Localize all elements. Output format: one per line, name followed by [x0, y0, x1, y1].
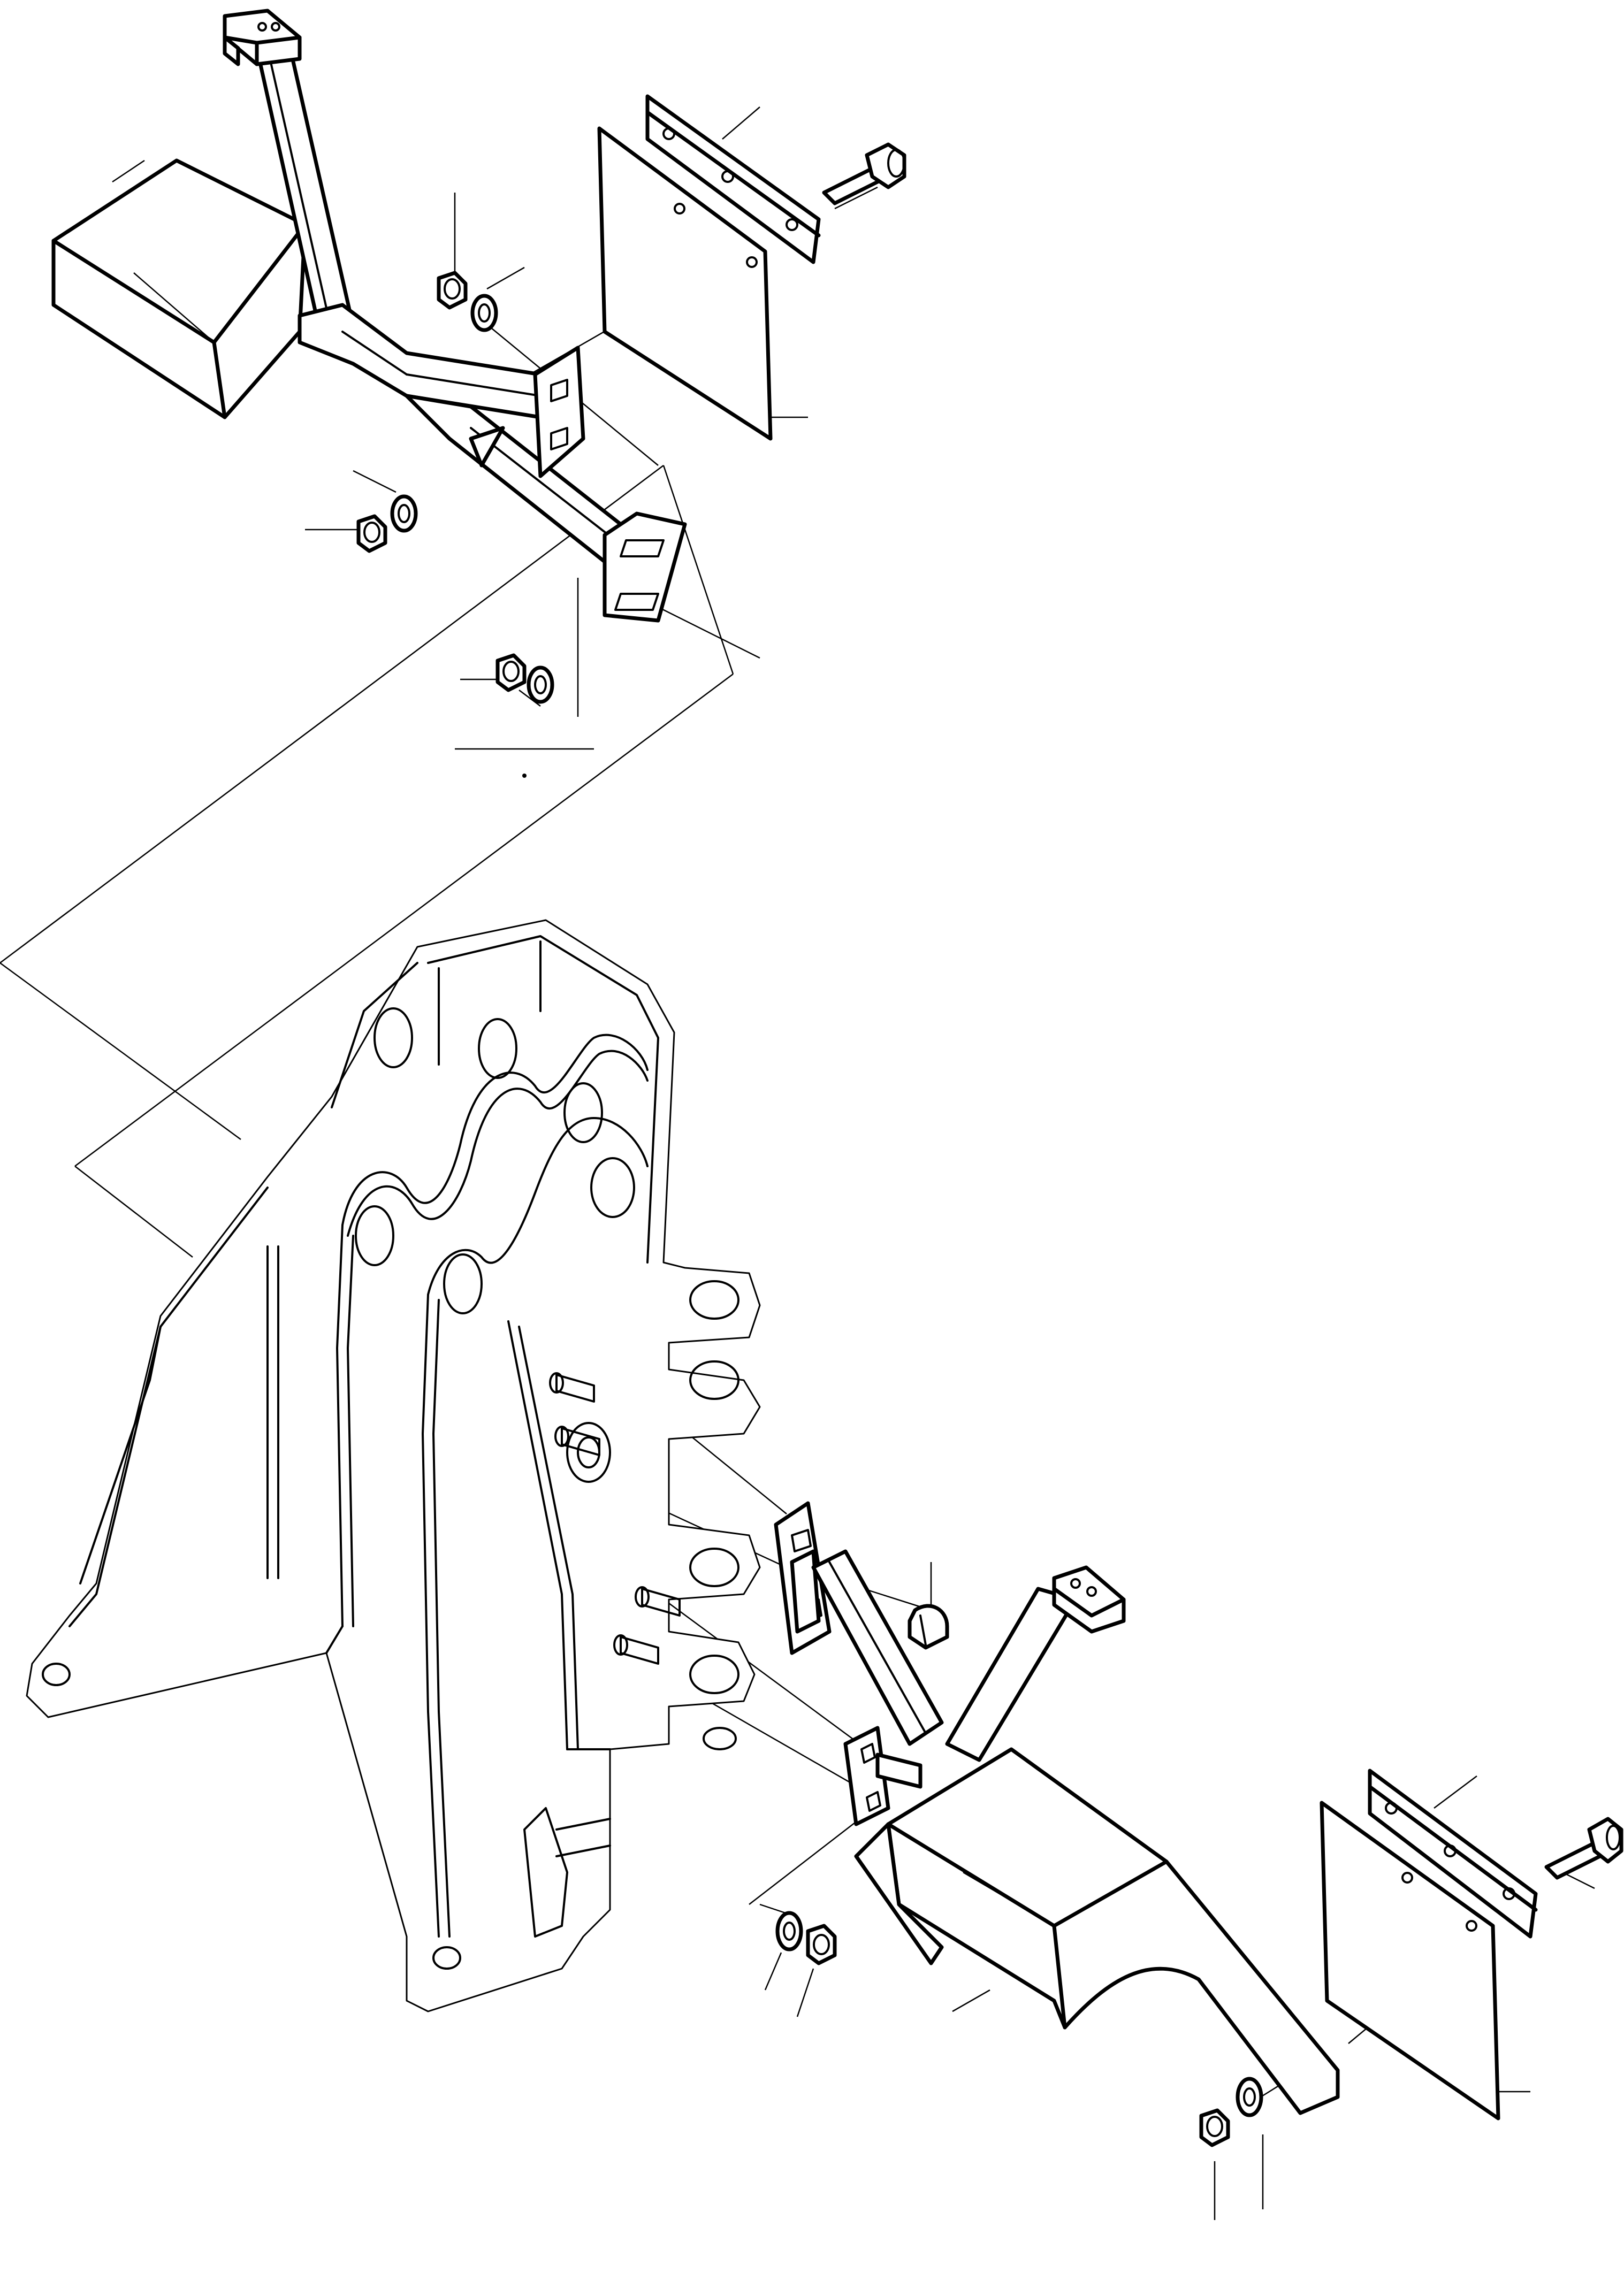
washer-lower-2	[1236, 2077, 1263, 2117]
fender-block-lower	[854, 1747, 1340, 2115]
mudflap-plate-upper	[597, 126, 773, 441]
mounting-plate-lower-b	[843, 1726, 922, 1826]
mounting-plate-lower-a	[774, 1501, 832, 1655]
projection-lines	[0, 250, 1477, 2044]
upper-fender-assembly	[51, 9, 906, 778]
bolt-upper	[822, 142, 906, 205]
washer-upper-2	[390, 494, 418, 533]
nut-upper-1	[437, 271, 468, 310]
bolt-lower	[1544, 1817, 1623, 1880]
support-arm-lower	[811, 1549, 944, 1746]
mudflap-plate-lower	[1320, 1801, 1500, 2121]
mounting-pins	[549, 1372, 681, 1665]
fender-block-upper	[51, 158, 307, 419]
washer-upper-1	[470, 294, 498, 332]
washer-lower-1	[775, 1911, 803, 1951]
clamp-strip-upper	[645, 94, 821, 264]
frame-casting	[26, 919, 761, 2012]
nut-lower-1	[806, 1924, 837, 1965]
nut-lower-2	[1199, 2108, 1230, 2147]
mounting-plate-upper-a	[533, 346, 585, 478]
washer-upper-3	[527, 665, 554, 704]
reference-dot	[522, 774, 527, 778]
nut-upper-3	[495, 653, 527, 692]
nut-upper-2	[356, 514, 387, 553]
support-arm-upper	[223, 9, 355, 339]
bracket-arm-lower	[945, 1565, 1126, 1762]
clamp-strip-lower	[1368, 1769, 1538, 1939]
mounting-plate-upper-b	[603, 511, 687, 623]
lower-fender-assembly	[774, 1501, 1623, 2147]
cap-nut-lower	[908, 1604, 949, 1650]
